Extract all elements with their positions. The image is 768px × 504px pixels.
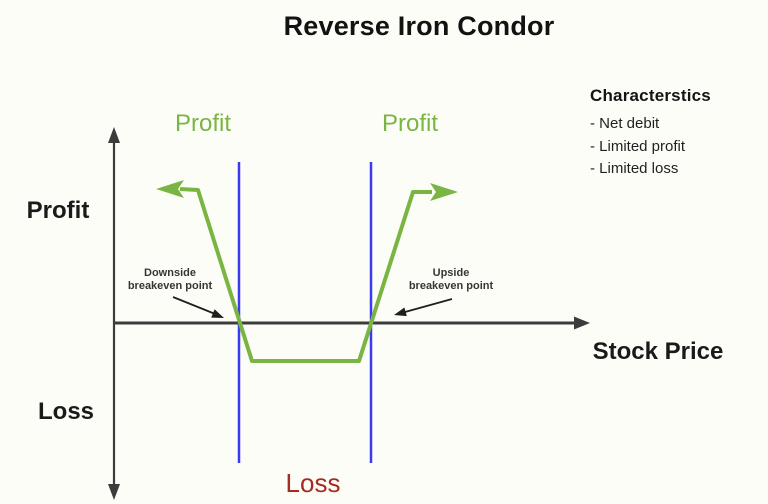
y-axis-profit-label: Profit — [26, 197, 90, 224]
characteristic-item-limited-profit: - Limited profit — [590, 137, 686, 155]
upside-breakeven-arrowhead-icon — [394, 307, 407, 317]
left-wing-profit-label: Profit — [174, 110, 232, 137]
characteristics-panel: Characterstics - Net debit - Limited pro… — [590, 86, 760, 181]
downside-breakeven-arrowhead-icon — [211, 309, 224, 318]
downside-breakeven-line1: Downside — [144, 267, 196, 279]
right-wing-profit-label: Profit — [381, 110, 439, 137]
downside-breakeven-annotation: Downside breakeven point — [128, 267, 212, 293]
downside-breakeven-arrow-line — [172, 296, 215, 315]
payoff-arrow-left-icon — [156, 180, 184, 198]
x-axis-arrow-right-icon — [574, 316, 590, 330]
x-axis-stock-price-label: Stock Price — [592, 338, 724, 365]
characteristic-item-net-debit: - Net debit — [590, 115, 660, 132]
payoff-arrow-right-icon — [430, 183, 458, 201]
upside-breakeven-line2: breakeven point — [408, 280, 494, 292]
page-title: Reverse Iron Condor — [283, 11, 555, 41]
body-loss-label: Loss — [285, 468, 341, 498]
upside-breakeven-line1: Upside — [432, 267, 470, 279]
y-axis-arrow-down-icon — [108, 484, 120, 500]
payoff-line — [179, 187, 432, 363]
y-axis-loss-label: Loss — [37, 398, 95, 425]
downside-breakeven-line2: breakeven point — [127, 280, 213, 292]
characteristics-heading: Characterstics — [590, 86, 711, 105]
characteristic-item-limited-loss: - Limited loss — [590, 160, 679, 177]
y-axis-arrow-up-icon — [108, 127, 120, 143]
upside-breakeven-arrow-line — [404, 298, 453, 313]
upside-breakeven-annotation: Upside breakeven point — [409, 267, 493, 293]
